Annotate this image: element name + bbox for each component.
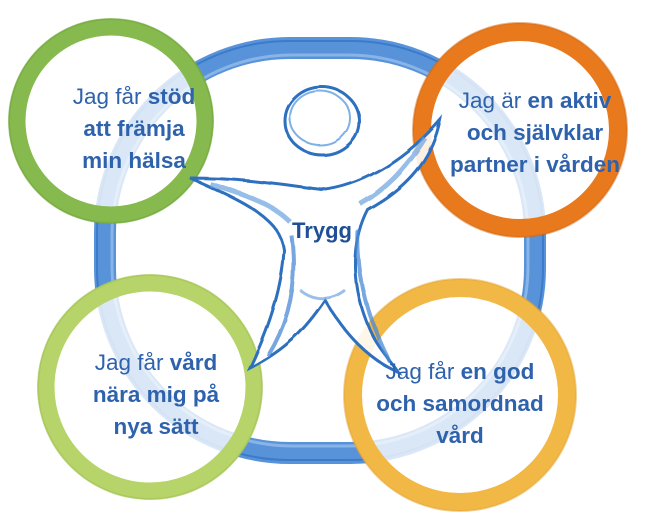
circle-text-top-left: Jag får stöd att främja min hälsa <box>73 84 196 173</box>
circle-label-segment: nya sätt <box>113 414 199 439</box>
circle-text-bottom-left: Jag får vård nära mig på nya sätt <box>93 350 220 439</box>
circle-label-segment: vård <box>170 350 218 375</box>
circle-text-bottom-right: Jag får en god och samordnad vård <box>376 359 544 448</box>
circle-label-segment: stöd <box>148 84 196 109</box>
circle-bottom-left <box>37 274 263 500</box>
circle-label-segment: vård <box>436 423 484 448</box>
circle-top-left <box>8 18 214 224</box>
circle-label-segment: en aktiv <box>528 88 612 113</box>
circle-label-segment: Jag får <box>95 350 170 375</box>
circle-label-segment: Jag är <box>459 88 528 113</box>
circle-label-segment: Jag får <box>386 359 461 384</box>
blue-ring <box>94 37 546 464</box>
circle-top-right <box>412 22 628 238</box>
center-label: Trygg <box>292 218 352 243</box>
circle-label-segment: en god <box>461 359 535 384</box>
circle-label-segment: partner i vården <box>450 152 620 177</box>
circle-text-top-right: Jag är en aktiv och självklar partner i vå… <box>450 88 620 177</box>
circle-label-segment: Jag får <box>73 84 148 109</box>
person-figure-icon <box>189 85 443 376</box>
circle-label-segment: nära mig på <box>93 382 220 407</box>
circle-label-segment: och samordnad <box>376 391 544 416</box>
circle-bottom-right <box>343 278 577 512</box>
circle-label-segment: att främja <box>83 116 185 141</box>
circle-label-segment: och självklar <box>467 120 604 145</box>
circle-label-segment: min hälsa <box>82 148 186 173</box>
